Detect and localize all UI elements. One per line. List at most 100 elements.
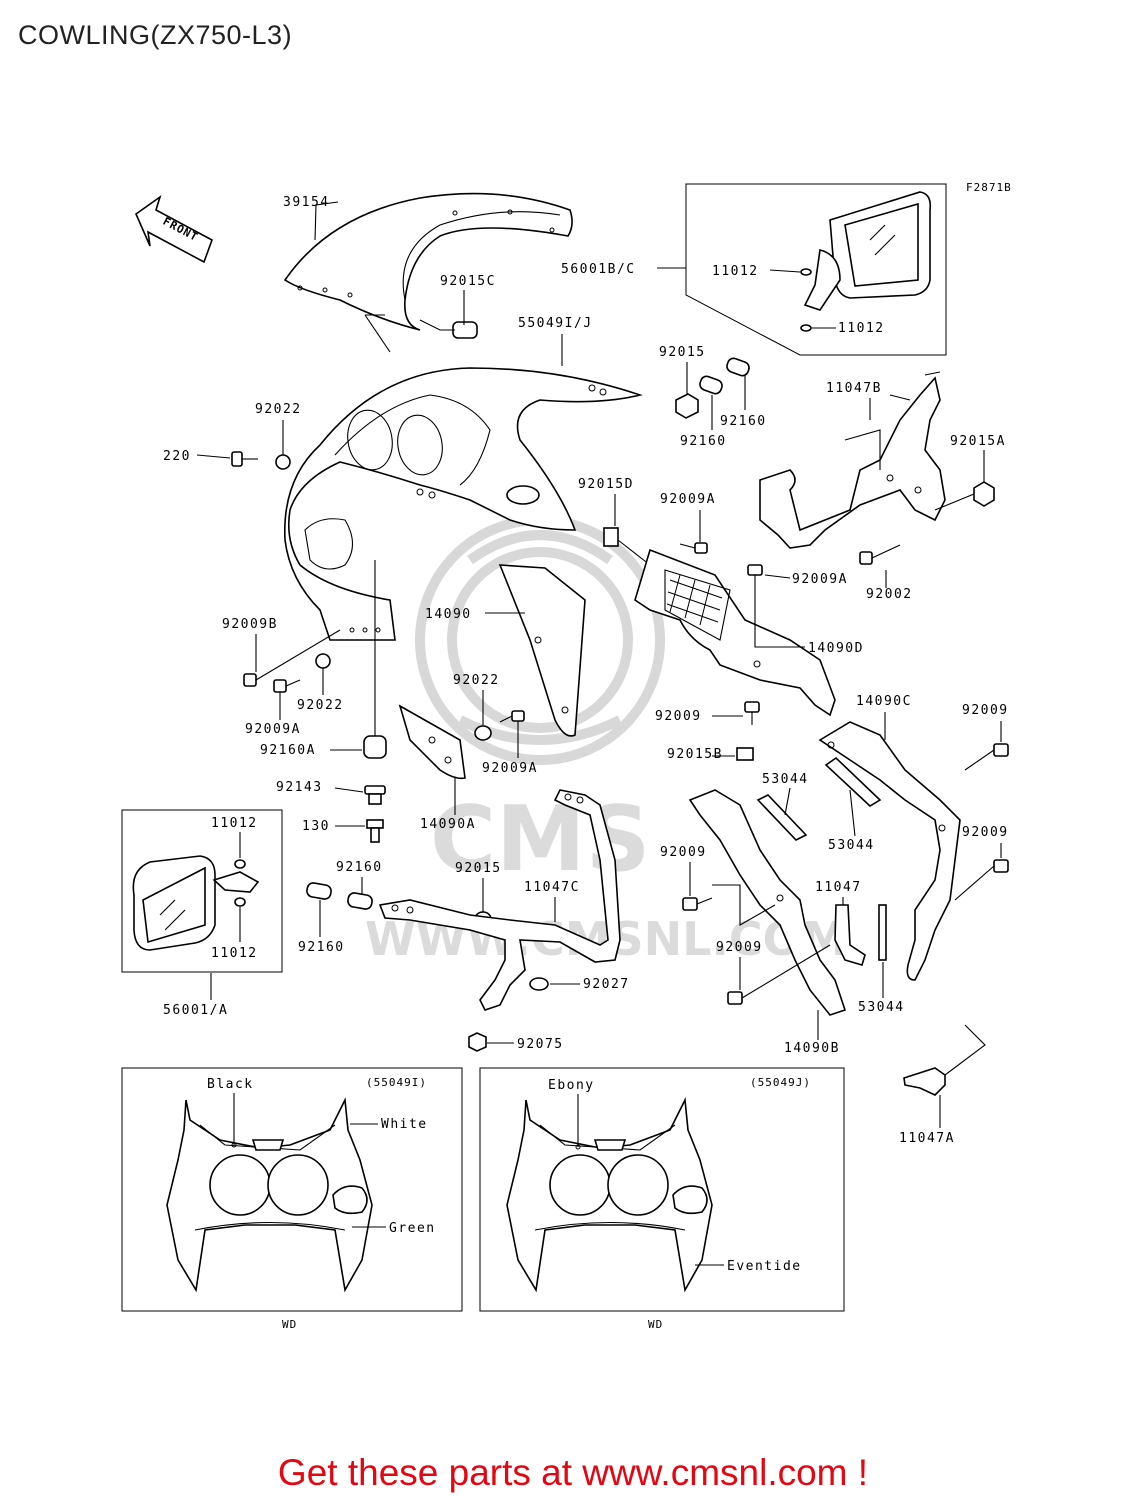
label-11047A: 11047A xyxy=(899,1131,955,1146)
label-11047B: 11047B xyxy=(826,381,882,396)
label-92015-b: 92015 xyxy=(455,861,502,876)
label-53044-a: 53044 xyxy=(762,772,809,787)
label-92009B: 92009B xyxy=(222,617,278,632)
side-panel-14090C xyxy=(818,721,961,981)
label-11047C: 11047C xyxy=(524,880,580,895)
label-92015-a: 92015 xyxy=(659,345,706,360)
label-92002: 92002 xyxy=(866,587,913,602)
screw-92009-b xyxy=(964,743,1009,771)
label-55049IJ: 55049I/J xyxy=(518,316,593,331)
mirror-left-56001A xyxy=(132,855,260,951)
color-inset-55049I xyxy=(121,1067,463,1312)
bracket-11047A xyxy=(903,1067,946,1096)
screw-92009-e xyxy=(727,944,831,1005)
strip-53044-c xyxy=(878,904,887,961)
label-11012-a: 11012 xyxy=(712,264,759,279)
inset-right-foot: WD xyxy=(648,1318,663,1331)
label-14090B: 14090B xyxy=(784,1041,840,1056)
label-92160-d: 92160 xyxy=(298,940,345,955)
strip-53044-a xyxy=(756,794,808,841)
label-92022-c: 92022 xyxy=(453,673,500,688)
front-arrow-icon: FRONT xyxy=(135,194,213,264)
mirror-inset-bc xyxy=(685,183,947,356)
damper-92160A xyxy=(363,735,387,759)
label-11012-c: 11012 xyxy=(211,816,258,831)
label-11047: 11047 xyxy=(815,880,862,895)
label-14090: 14090 xyxy=(425,607,472,622)
screw-92009-d xyxy=(682,897,713,911)
label-92075: 92075 xyxy=(517,1037,564,1052)
clip-92160-c xyxy=(306,882,332,900)
footer-promo[interactable]: Get these parts at www.cmsnl.com ! xyxy=(277,1452,869,1493)
label-92015A: 92015A xyxy=(950,434,1006,449)
clip-92160-a xyxy=(699,375,723,395)
clip-92160-b xyxy=(726,357,750,377)
label-14090A: 14090A xyxy=(420,817,476,832)
figure-code: F2871B xyxy=(966,181,1012,194)
label-92009-b: 92009 xyxy=(962,703,1009,718)
mirror-right-56001BC xyxy=(800,191,932,332)
label-53044-c: 53044 xyxy=(858,1000,905,1015)
label-92022-a: 92022 xyxy=(255,402,302,417)
cowl-front-view-right xyxy=(506,1097,713,1293)
washer-92022-b xyxy=(315,653,331,669)
label-92009A-a: 92009A xyxy=(660,492,716,507)
label-56001A: 56001/A xyxy=(163,1003,228,1018)
nut-92075 xyxy=(468,1032,487,1052)
bracket-11047C xyxy=(378,789,621,1011)
side-bracket-14090B xyxy=(688,789,847,1016)
washer-92022-c xyxy=(474,725,492,741)
screw-220 xyxy=(231,451,258,467)
label-92160-b: 92160 xyxy=(720,414,767,429)
label-92009-c: 92009 xyxy=(962,825,1009,840)
washer-92022-a xyxy=(275,454,291,470)
label-130: 130 xyxy=(302,819,330,834)
svg-text:CMS: CMS xyxy=(430,787,650,892)
inset-left-white: White xyxy=(381,1117,428,1132)
label-11012-d: 11012 xyxy=(211,946,258,961)
upper-cowl-55049IJ xyxy=(283,367,643,641)
cowl-front-view-left xyxy=(166,1097,373,1293)
mirror-inset-a xyxy=(121,809,283,973)
label-92143: 92143 xyxy=(276,780,323,795)
screw-92009-a xyxy=(744,701,760,725)
washer-92027 xyxy=(529,977,549,991)
label-39154: 39154 xyxy=(283,195,330,210)
label-92015C: 92015C xyxy=(440,274,496,289)
label-53044-b: 53044 xyxy=(828,838,875,853)
bracket-11047B xyxy=(759,371,946,549)
label-92160-a: 92160 xyxy=(680,434,727,449)
bolt-92002 xyxy=(859,544,901,565)
inset-left-code: (55049I) xyxy=(366,1076,427,1089)
label-92009A-b: 92009A xyxy=(792,572,848,587)
label-92015D: 92015D xyxy=(578,477,634,492)
inset-left-green: Green xyxy=(389,1221,436,1236)
label-92160A: 92160A xyxy=(260,743,316,758)
screw-92009A-b xyxy=(747,564,763,600)
inset-left-foot: WD xyxy=(282,1318,297,1331)
inset-right-eventide: Eventide xyxy=(727,1259,802,1274)
parts-diagram: CMS WWW.CMSNL.COM F2871B FRONT 39154 920… xyxy=(121,181,1012,1331)
label-92160-c: 92160 xyxy=(336,860,383,875)
clip-92015B xyxy=(736,747,754,761)
label-92009-e: 92009 xyxy=(716,940,763,955)
label-92009A-c: 92009A xyxy=(245,722,301,737)
clip-92160-d xyxy=(347,892,373,910)
label-14090D: 14090D xyxy=(808,641,864,656)
label-11012-b: 11012 xyxy=(838,321,885,336)
grommet-92015C xyxy=(452,321,478,339)
label-56001BC: 56001B/C xyxy=(561,262,636,277)
nut-92015A xyxy=(973,481,995,507)
label-92015B: 92015B xyxy=(667,747,723,762)
screw-92009B xyxy=(243,629,341,687)
panel-14090A xyxy=(398,704,466,780)
strip-53044-b xyxy=(824,756,882,807)
label-92027: 92027 xyxy=(583,977,630,992)
inner-panel-14090 xyxy=(498,564,586,737)
bolt-130 xyxy=(366,819,384,843)
inset-right-code: (55049J) xyxy=(750,1076,811,1089)
duct-panel-14090D xyxy=(634,548,836,717)
collar-92143 xyxy=(364,785,386,805)
label-92022-b: 92022 xyxy=(297,698,344,713)
